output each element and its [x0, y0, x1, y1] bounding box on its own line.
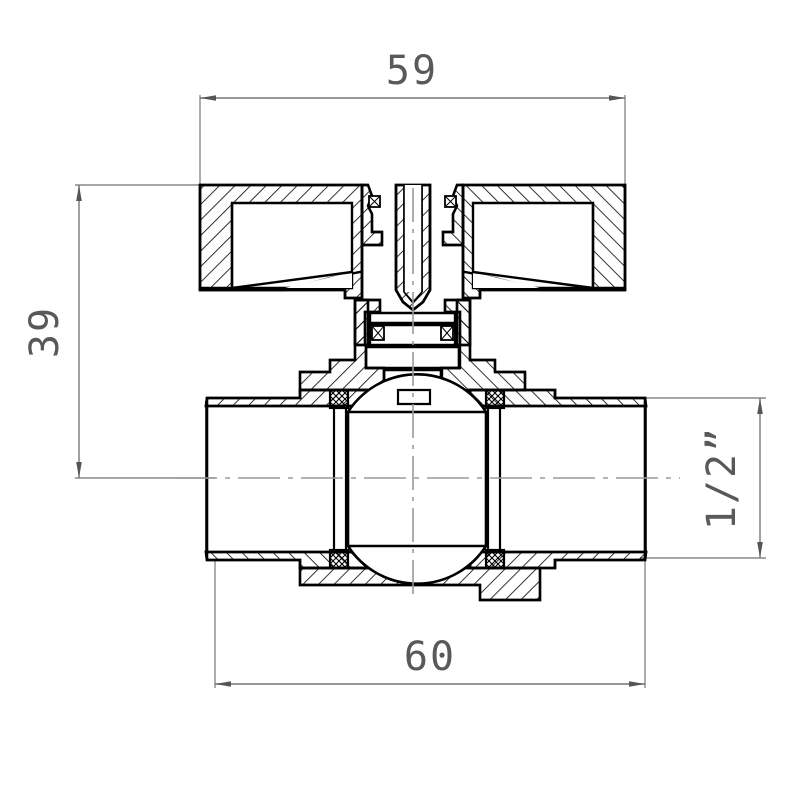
dimension-handle-width	[199, 95, 626, 190]
seat-upper-right	[484, 388, 506, 410]
valve-assembly	[175, 183, 680, 602]
valve-ball	[346, 373, 488, 585]
seat-lower-left	[328, 548, 350, 570]
seat-upper-left	[328, 388, 350, 410]
handle-wing-right	[461, 183, 627, 300]
dimension-label-half-inch: 1/2”	[699, 426, 745, 530]
dimension-body-length	[214, 560, 646, 688]
dimension-label-39: 39	[22, 306, 68, 358]
seat-lower-right	[484, 548, 506, 570]
dimension-label-60: 60	[404, 634, 456, 680]
centerlines	[175, 188, 680, 600]
ball-stem-slot	[396, 388, 432, 406]
handle-wing-left	[198, 183, 364, 300]
dimension-port-size	[640, 397, 766, 559]
dimension-label-59: 59	[386, 48, 438, 94]
handle-hub	[360, 183, 465, 247]
seat-seals	[328, 388, 506, 570]
valve-bonnet	[298, 298, 527, 392]
